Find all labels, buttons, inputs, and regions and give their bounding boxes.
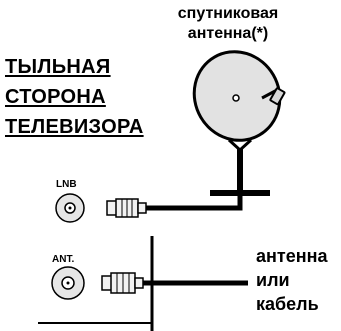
antenna-cable-label-line-2: или — [256, 270, 290, 290]
ant-port-icon — [51, 266, 85, 300]
satellite-dish-icon — [192, 50, 286, 196]
lnb-cable — [146, 190, 243, 211]
title-line-2: СТОРОНА — [5, 86, 106, 108]
lnb-port-label: LNB — [56, 179, 77, 190]
lnb-port-icon — [55, 193, 85, 223]
antenna-cable-label-line-1: антенна — [256, 246, 328, 266]
dish-label: спутниковая антенна(*) — [168, 4, 288, 44]
title-line-1: ТЫЛЬНАЯ — [5, 56, 111, 78]
lnb-connector-icon — [106, 198, 147, 218]
ant-port-label: ANT. — [52, 254, 75, 265]
antenna-cable-label-line-3: кабель — [256, 294, 319, 314]
dish-label-line-2: антенна(*) — [187, 25, 269, 42]
dish-label-line-1: спутниковая — [177, 5, 279, 22]
ant-connector-icon — [101, 272, 144, 294]
antenna-cable-label: антенна или кабель — [256, 244, 327, 316]
title-line-3: ТЕЛЕВИЗОРА — [5, 116, 144, 138]
